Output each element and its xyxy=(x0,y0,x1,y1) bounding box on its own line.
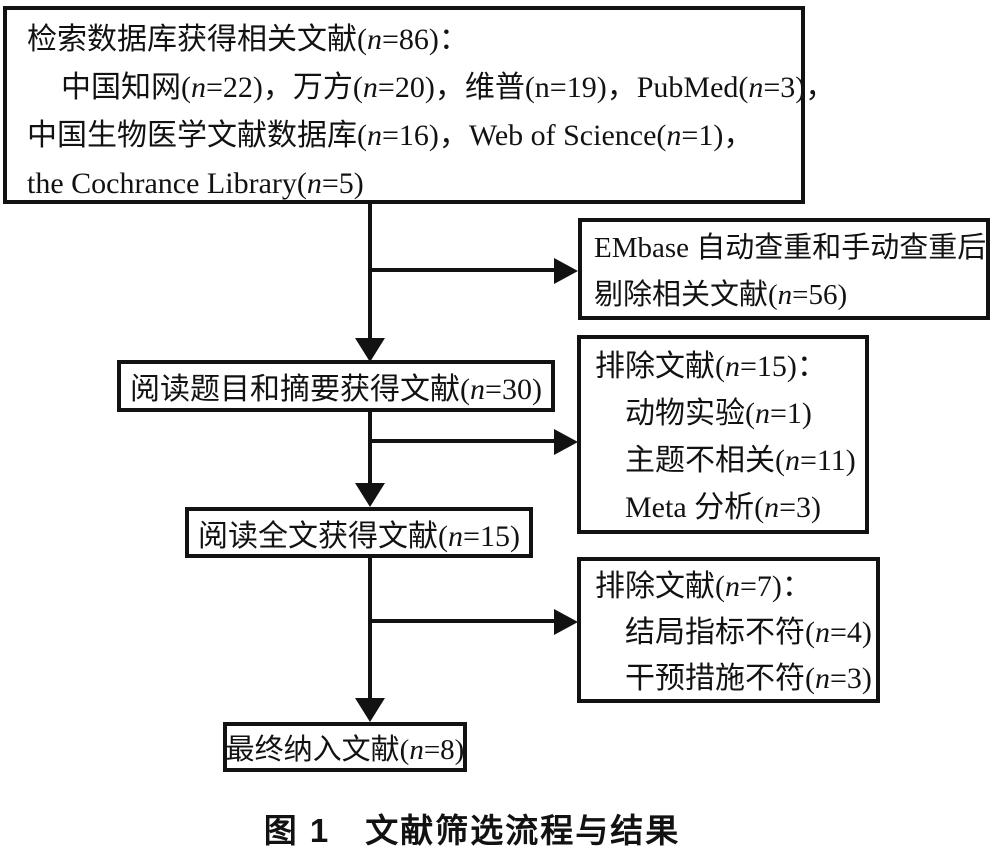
search-line-2: 中国知网(n=22)，万方(n=20)，维普(n=19)，PubMed(n=3)… xyxy=(61,71,836,104)
arrow-title-to-fulltext-head-icon xyxy=(355,483,385,507)
arrow-branch-to-dedup-line xyxy=(370,268,554,272)
exclusion-15-line-2: 动物实验(n=1) xyxy=(625,397,812,430)
exclusion-15-line-3: 主题不相关(n=11) xyxy=(625,444,856,477)
exclusion-15-line-1: 排除文献(n=15)： xyxy=(595,350,827,383)
arrow-title-to-fulltext-line xyxy=(368,412,372,483)
arrow-branch-to-exclusion-7-head-icon xyxy=(554,609,578,635)
arrow-branch-to-exclusion-15-head-icon xyxy=(554,429,578,455)
title-abstract-label: 阅读题目和摘要获得文献(n=30) xyxy=(130,373,542,406)
dedup-line-2: 剔除相关文献(n=56) xyxy=(594,279,848,311)
exclusion-7-line-2: 结局指标不符(n=4) xyxy=(625,616,872,649)
final-inclusion-box: 最终纳入文献(n=8) xyxy=(223,722,467,772)
dedup-line-1: EMbase 自动查重和手动查重后 xyxy=(594,232,987,264)
arrow-fulltext-to-final-head-icon xyxy=(355,698,385,722)
arrow-search-to-title-head-icon xyxy=(355,338,385,362)
arrow-branch-to-dedup-head-icon xyxy=(554,258,578,284)
exclusion-7-line-3: 干预措施不符(n=3) xyxy=(625,662,872,695)
exclusion-15-line-4: Meta 分析(n=3) xyxy=(625,491,822,524)
exclusion-15-box: 排除文献(n=15)： 动物实验(n=1) 主题不相关(n=11) Meta 分… xyxy=(577,335,869,534)
search-line-1: 检索数据库获得相关文献(n=86)： xyxy=(27,23,469,56)
title-abstract-screen-box: 阅读题目和摘要获得文献(n=30) xyxy=(117,360,555,412)
exclusion-7-box: 排除文献(n=7)： 结局指标不符(n=4) 干预措施不符(n=3) xyxy=(577,557,880,703)
arrow-fulltext-to-final-line xyxy=(368,558,372,698)
search-results-box: 检索数据库获得相关文献(n=86)： 中国知网(n=22)，万方(n=20)，维… xyxy=(3,6,836,204)
fulltext-label: 阅读全文获得文献(n=15) xyxy=(198,519,520,553)
final-inclusion-label: 最终纳入文献(n=8) xyxy=(225,734,465,766)
dedup-exclusion-box: EMbase 自动查重和手动查重后 剔除相关文献(n=56) xyxy=(578,218,990,320)
exclusion-7-line-1: 排除文献(n=7)： xyxy=(595,570,812,603)
fulltext-screen-box: 阅读全文获得文献(n=15) xyxy=(185,507,533,558)
arrow-branch-to-exclusion-15-line xyxy=(370,439,554,443)
search-line-3: 中国生物医学文献数据库(n=16)，Web of Science(n=1)， xyxy=(27,119,754,152)
search-line-4: the Cochrance Library(n=5) xyxy=(27,167,364,200)
figure-caption: 图 1 文献筛选流程与结果 xyxy=(263,812,681,849)
arrow-branch-to-exclusion-7-line xyxy=(370,619,554,623)
